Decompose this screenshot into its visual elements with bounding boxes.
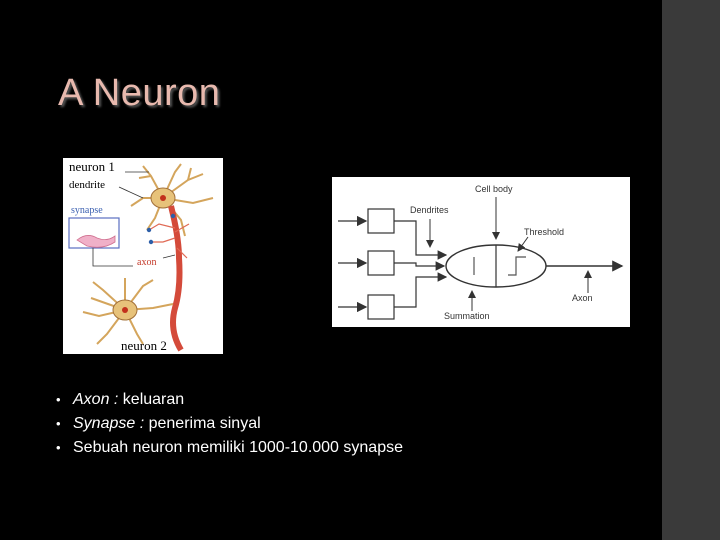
bullet-dot: • [56,440,61,455]
synapse-box [68,217,120,249]
bullet-list: • Axon : keluaran • Synapse : penerima sin… [56,388,403,460]
label-summation: Summation [444,311,490,321]
synapse-dot [146,227,152,233]
input-box [367,294,395,320]
neuron1-nucleus [160,195,166,201]
axon-terminals [148,223,190,259]
artificial-neuron-svg: Cell body Dendrites Threshold Axon Summa… [338,184,624,321]
input-box [367,208,395,234]
label-axon: Axon [572,293,593,303]
label-threshold: Threshold [524,227,564,237]
artificial-neuron-figure: Cell body Dendrites Threshold Axon Summa… [332,177,630,327]
label-dendrites: Dendrites [410,205,449,215]
bullet-dot: • [56,416,61,431]
side-panel [662,0,720,540]
label-neuron1: neuron 1 [69,159,115,174]
threshold-step-symbol [508,256,526,276]
biological-neuron-svg: neuron 1 dendrite synapse axon neuron 2 [68,159,214,353]
slide: A Neuron [56,72,630,460]
dendrite-lines [394,220,448,308]
slide-title: A Neuron [58,72,221,114]
synapse-detail [76,235,116,248]
biological-neuron-figure: neuron 1 dendrite synapse axon neuron 2 [63,158,223,354]
bullet-term: Synapse : [73,415,145,432]
bullet-item: • Axon : keluaran [56,388,403,412]
bullet-text: Sebuah neuron memiliki 1000-10.000 synap… [73,439,403,456]
neuron2-nucleus [122,307,128,313]
input-arrows [338,215,368,313]
axon-path [168,205,184,352]
label-neuron2: neuron 2 [121,338,167,353]
synapse-dot [170,213,176,219]
label-dendrite: dendrite [69,179,105,191]
bullet-item: • Synapse : penerima sinyal [56,412,403,436]
bullet-term: Axon : [73,391,119,408]
bullet-dot: • [56,392,61,407]
bullet-text: keluaran [118,391,185,408]
label-synapse: synapse [71,205,103,216]
label-axon: axon [137,257,156,268]
bullet-text: penerima sinyal [144,415,261,432]
annotation-arrows [426,197,592,311]
synapse-dot [148,239,154,245]
bullet-item: • Sebuah neuron memiliki 1000-10.000 syna… [56,436,403,460]
input-box [367,250,395,276]
label-cell-body: Cell body [475,184,513,194]
label-leaders [92,171,176,267]
